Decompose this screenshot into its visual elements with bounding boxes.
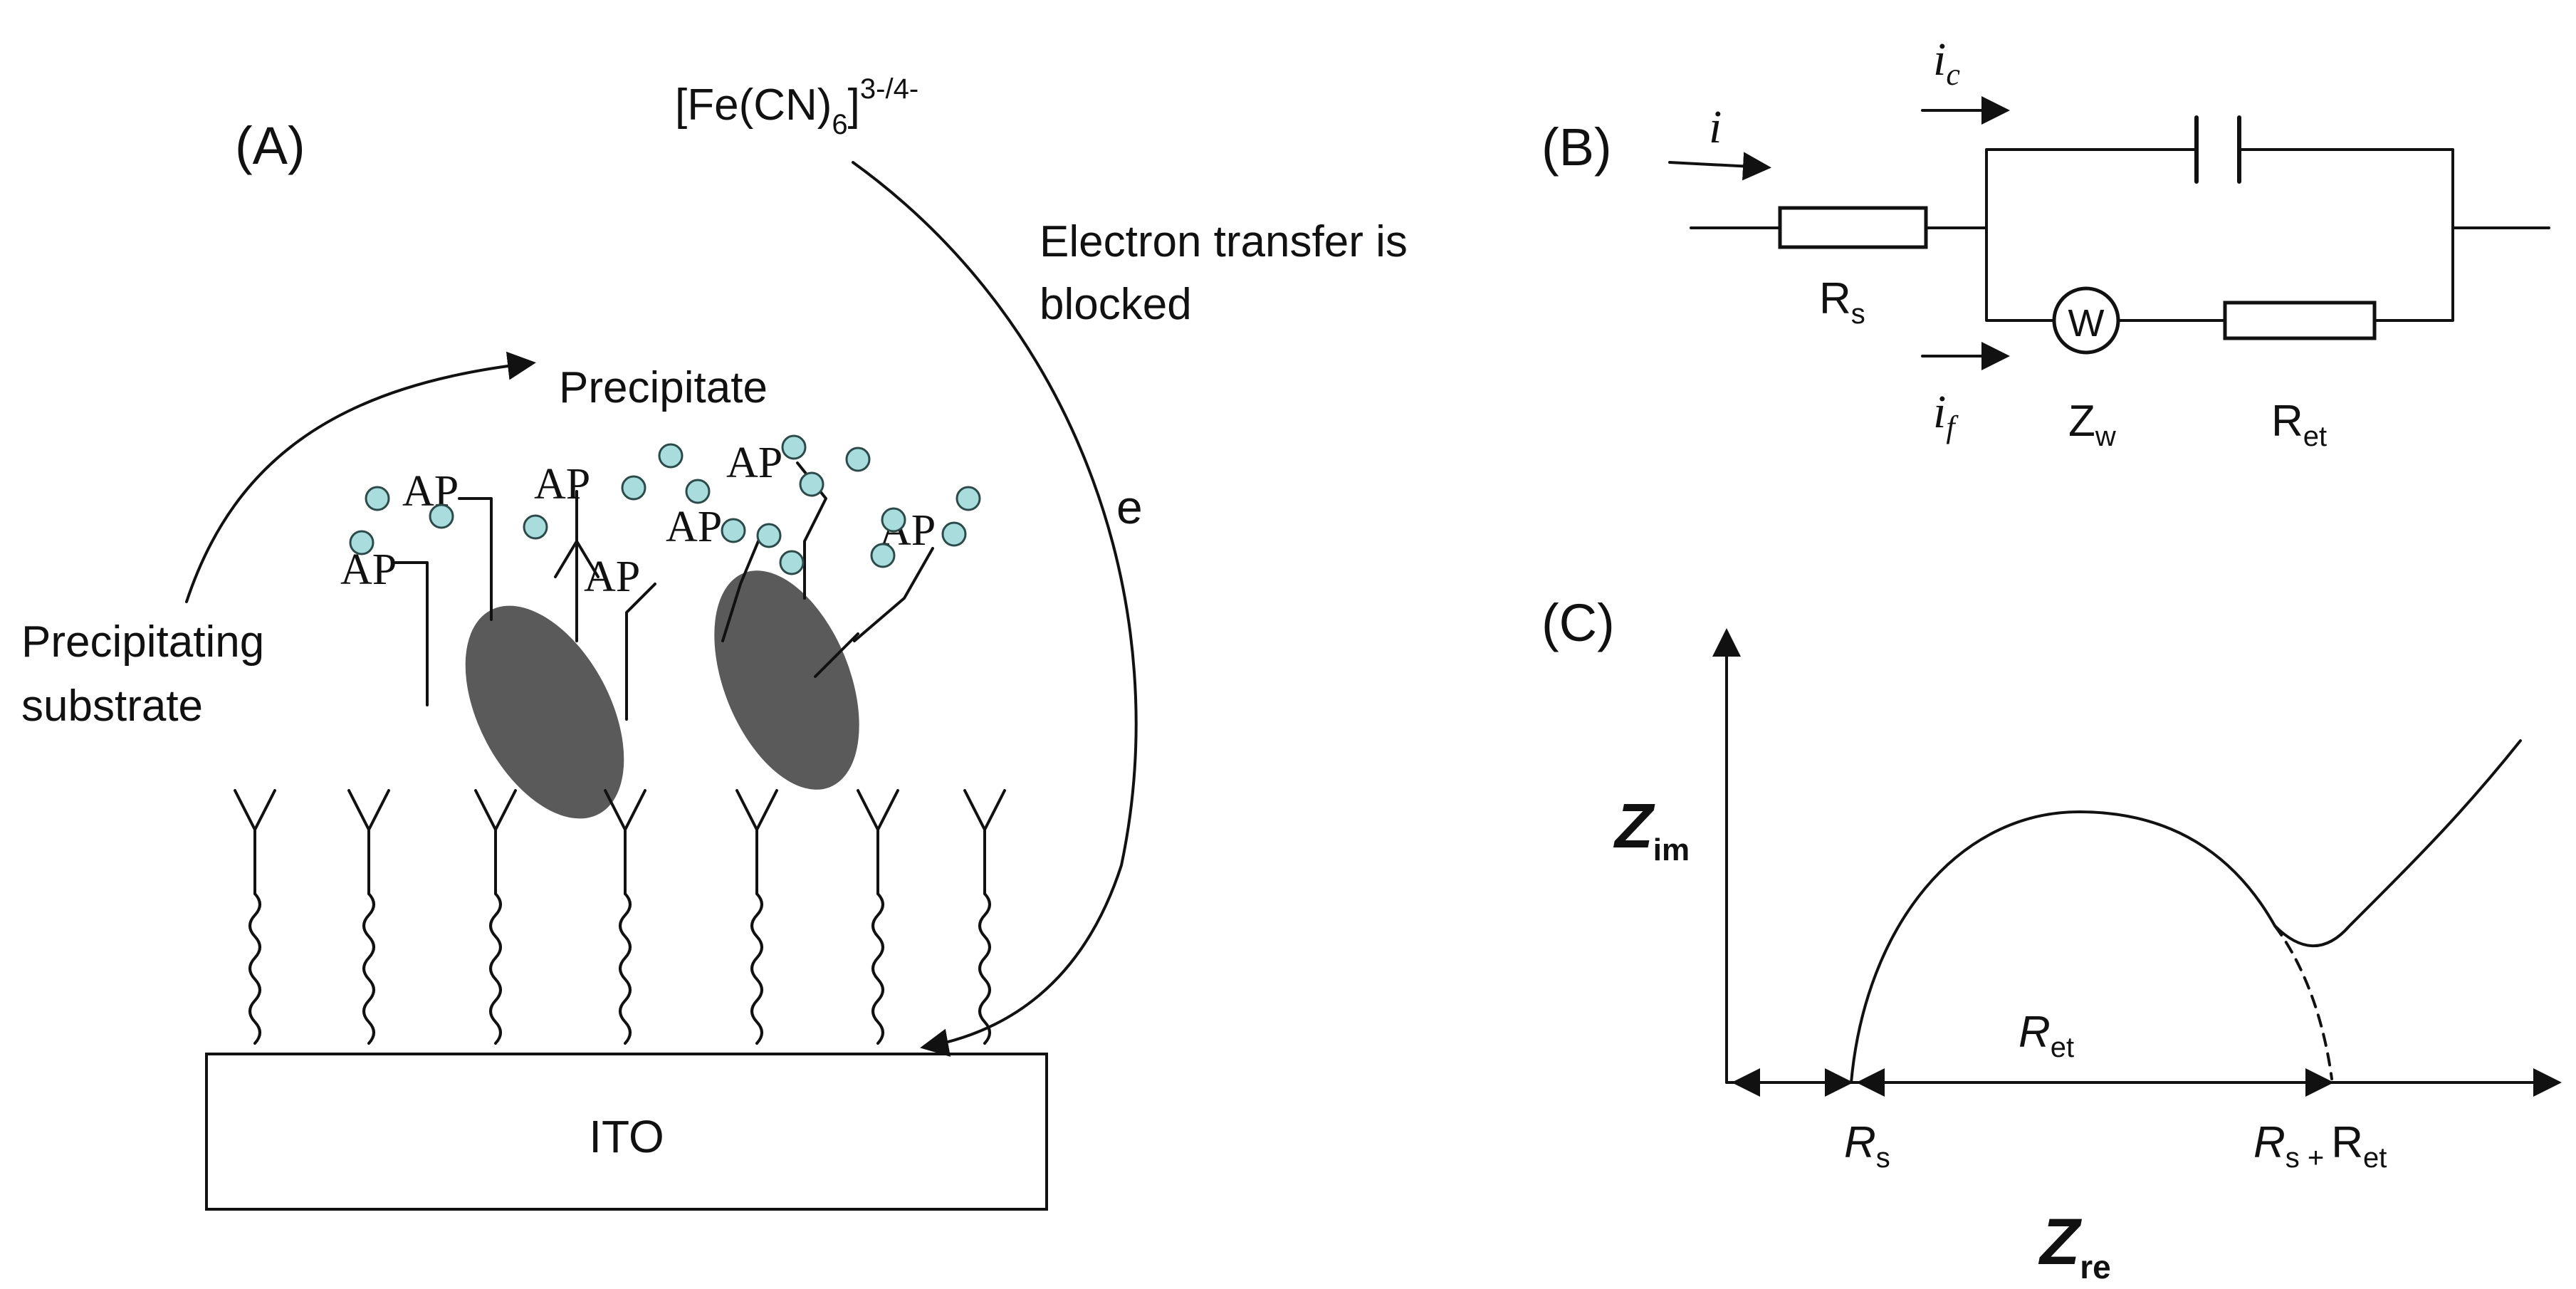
nyquist-extrapolation [2273, 924, 2333, 1080]
capacitive-current-label: ic [1933, 33, 1960, 92]
electron-label: e [1116, 481, 1143, 533]
detection-antibody-7 [853, 547, 934, 642]
warburg-element [2052, 286, 2120, 355]
precipitate-bead [721, 518, 746, 543]
ap-label: AP [666, 503, 722, 551]
capture-antibody-4 [604, 789, 646, 1045]
double-layer-capacitor [2194, 115, 2241, 184]
ret-resistor [2223, 301, 2377, 340]
capture-antibody-5 [735, 789, 778, 1045]
zw-label: Zw [2068, 397, 2116, 452]
detection-antibody-layer [394, 461, 934, 721]
detection-antibody-8 [814, 632, 859, 678]
panel-a-label: (A) [235, 116, 305, 175]
rs-label: Rs [1819, 274, 1865, 330]
ap-label: AP [340, 546, 397, 594]
precipitate-bead [349, 530, 375, 555]
circuit-wiring [1690, 148, 2550, 322]
ito-label: ITO [589, 1111, 664, 1162]
capture-antibody-1 [234, 789, 276, 1045]
precipitate-bead [365, 486, 390, 511]
precipitate-bead [781, 434, 807, 460]
precipitate-bead [523, 514, 548, 540]
precipitate-label: Precipitate [559, 363, 768, 412]
detection-antibody-2 [458, 497, 493, 621]
nyquist-curve [1850, 739, 2522, 1084]
detection-antibody-1 [394, 561, 429, 706]
precipitate-bead [799, 471, 824, 497]
capture-antibody-7 [963, 789, 1006, 1045]
precipitate-bead [621, 475, 646, 501]
precipitate-bead-group [349, 434, 981, 575]
capture-antibody-layer [234, 789, 1006, 1045]
panel-a: (A) ITO [Fe(CN)6]3-/4- Electron transfer… [21, 73, 1408, 1211]
rs-resistor [1778, 206, 1928, 249]
precipitate-bead [955, 486, 981, 511]
warburg-symbol: W [2068, 302, 2105, 345]
bacterium-right [714, 570, 859, 790]
electron-transfer-arrow [852, 161, 1138, 1057]
precipitate-bead [881, 507, 906, 533]
precipitate-bead [779, 550, 805, 575]
blocked-text-line2: blocked [1040, 280, 1192, 329]
substrate-label-line1: Precipitating [21, 617, 264, 667]
ret-label: Ret [2271, 397, 2327, 452]
redox-couple-label: [Fe(CN)6]3-/4- [675, 73, 918, 140]
precipitate-bead [685, 479, 711, 504]
ap-label: AP [584, 553, 640, 601]
ito-electrode [205, 1053, 1048, 1211]
precipitate-arrow [185, 351, 536, 603]
capture-antibody-3 [474, 789, 517, 1045]
precipitate-bead [429, 503, 454, 529]
precipitate-bead [756, 523, 782, 548]
total-current-label: i [1709, 101, 1722, 153]
rs-plus-ret-label: Rs +Ret [2253, 1118, 2387, 1174]
ap-label-group: AP AP AP AP AP AP AP [340, 439, 936, 601]
precipitate-bead [941, 521, 967, 547]
bacterium-left [465, 605, 624, 819]
rs-intercept-label: Rs [1844, 1118, 1890, 1174]
panel-b: (B) W i ic if Rs Zw Ret [1541, 33, 2550, 452]
capture-antibody-2 [347, 789, 390, 1045]
blocked-text-line1: Electron transfer is [1040, 217, 1408, 266]
panel-c: (C) Zim Zre Ret Rs Rs +Ret [1541, 593, 2562, 1285]
detection-antibody-5 [721, 540, 760, 642]
detection-antibody-4 [625, 583, 656, 721]
panel-c-label: (C) [1541, 593, 1615, 652]
detection-antibody-3 [554, 490, 600, 642]
precipitate-bead [845, 447, 871, 472]
faradaic-current-label: if [1933, 386, 1959, 444]
substrate-label-line2: substrate [21, 682, 203, 731]
ap-label: AP [726, 439, 782, 487]
ret-diameter-label: Ret [2019, 1008, 2074, 1063]
precipitate-bead [870, 543, 896, 568]
panel-b-label: (B) [1541, 118, 1612, 177]
total-current-arrow [1668, 152, 1771, 181]
x-axis-label: Zre [2038, 1206, 2111, 1285]
capture-antibody-6 [857, 789, 899, 1045]
ap-label: AP [534, 460, 590, 508]
y-axis-label: Zim [1613, 790, 1690, 867]
precipitate-bead [658, 443, 684, 469]
